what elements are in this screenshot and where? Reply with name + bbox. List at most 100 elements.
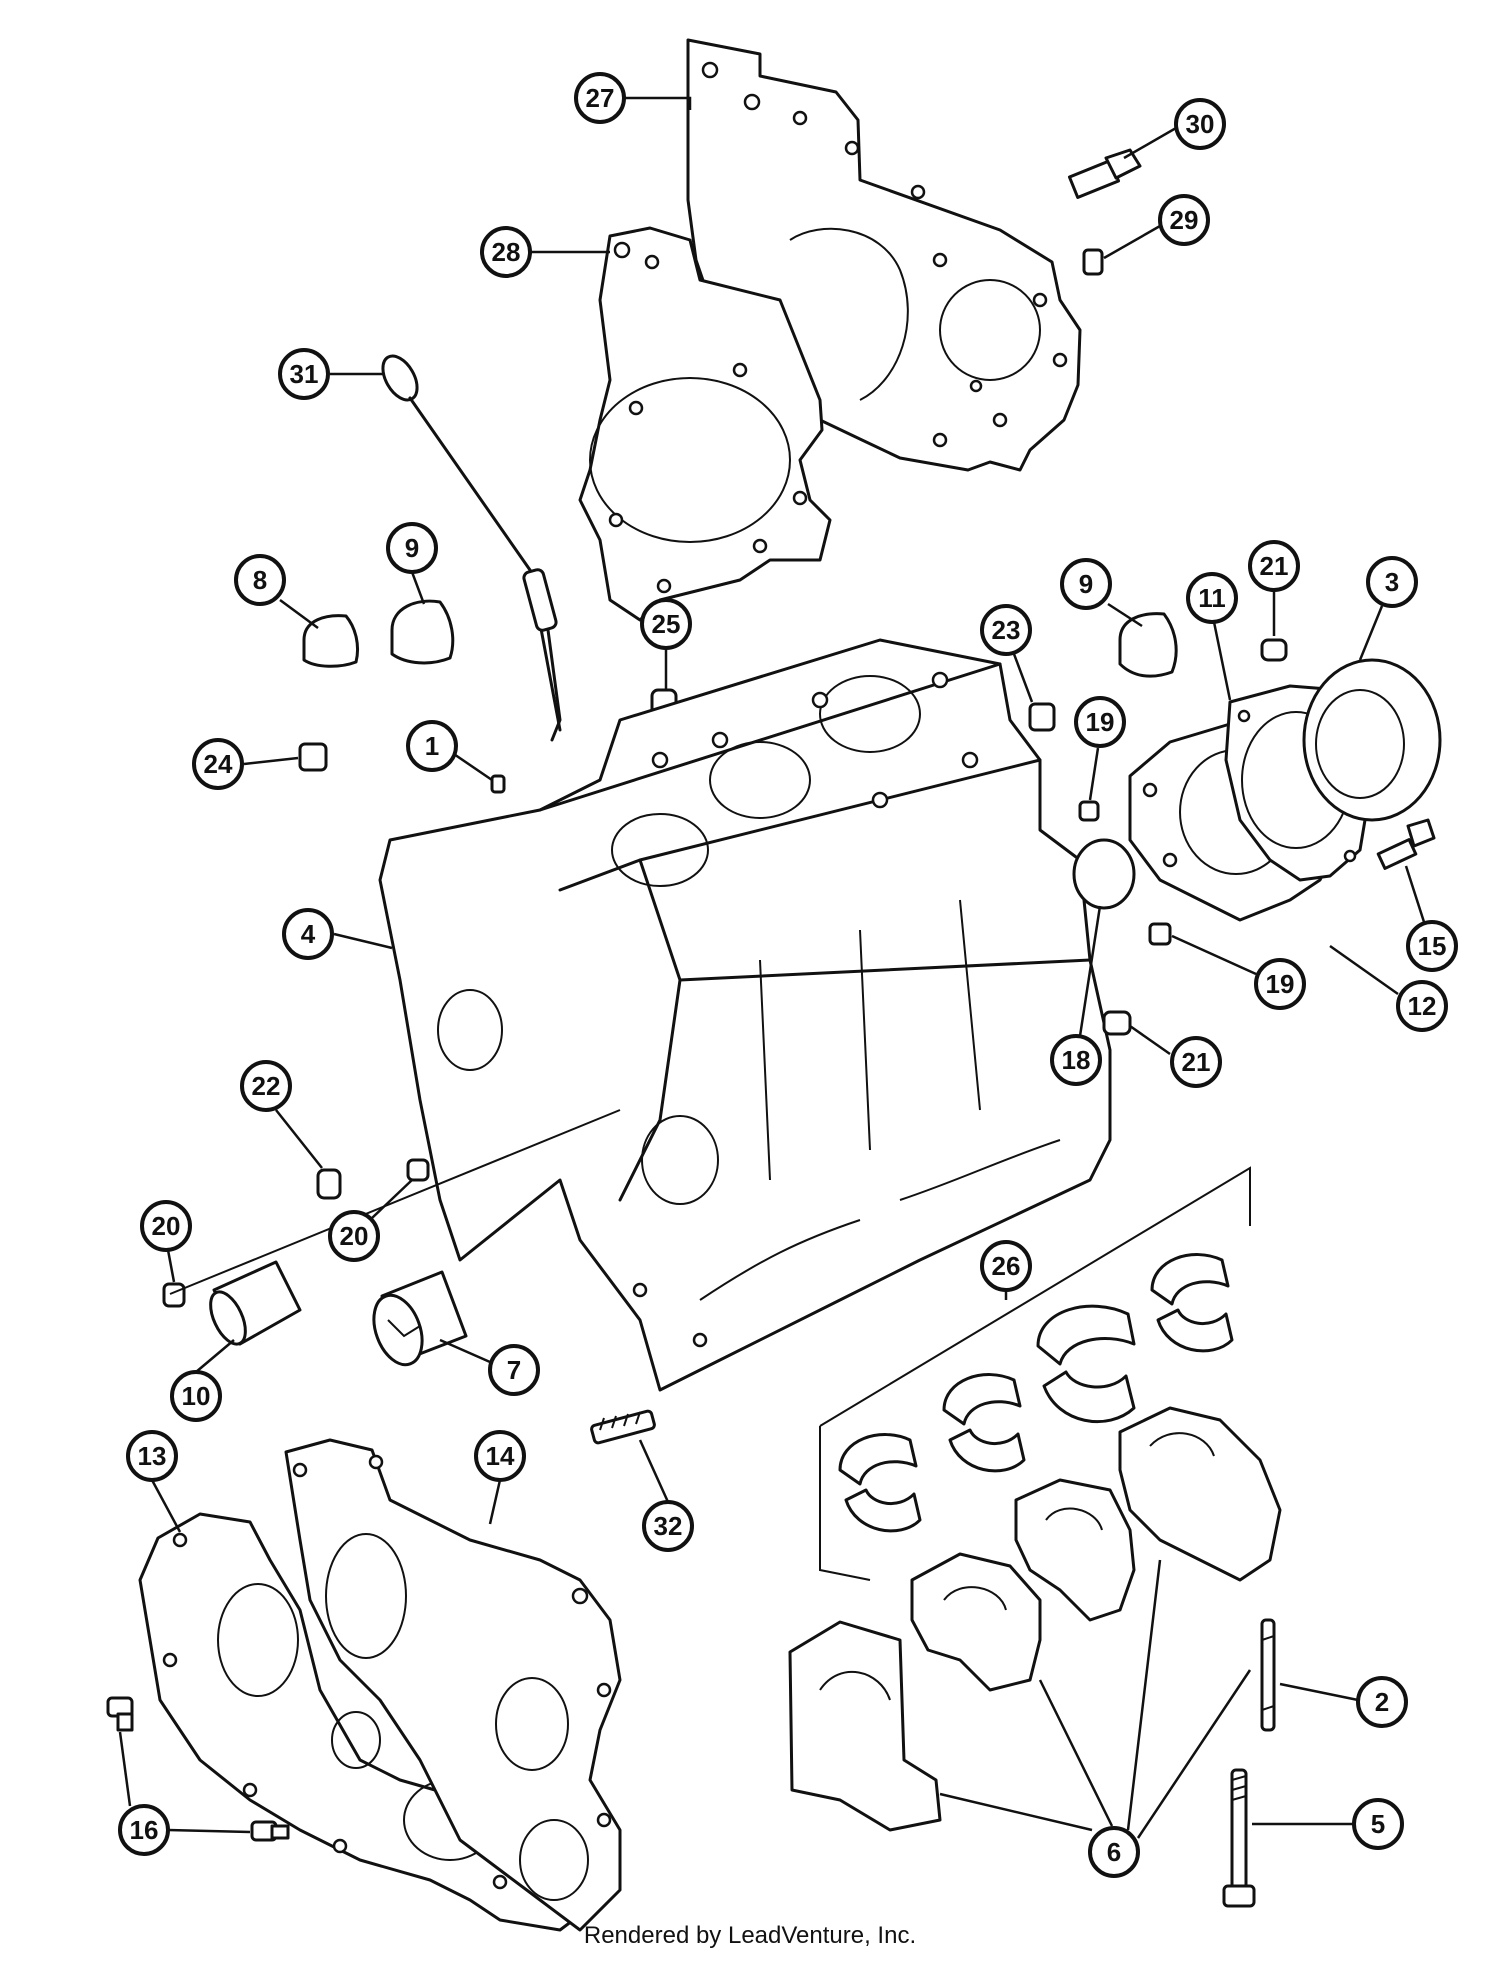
- callout-10[interactable]: 10: [170, 1370, 222, 1422]
- plug-23: [1028, 702, 1056, 732]
- svg-text:10: 10: [182, 1381, 211, 1411]
- front-plate-14: [284, 1438, 622, 1932]
- callout-27[interactable]: 27: [574, 72, 626, 124]
- callout-4[interactable]: 4: [282, 908, 334, 960]
- svg-text:21: 21: [1182, 1047, 1211, 1077]
- svg-text:18: 18: [1062, 1045, 1091, 1075]
- callout-5[interactable]: 5: [1352, 1798, 1404, 1850]
- svg-text:19: 19: [1086, 707, 1115, 737]
- callout-29[interactable]: 29: [1158, 194, 1210, 246]
- svg-text:30: 30: [1186, 109, 1215, 139]
- svg-text:21: 21: [1260, 551, 1289, 581]
- svg-text:25: 25: [652, 609, 681, 639]
- svg-text:19: 19: [1266, 969, 1295, 999]
- alignment-line: [169, 1109, 621, 1295]
- dipstick-31: [381, 354, 562, 742]
- bolt-16-lower: [250, 1820, 290, 1842]
- callout-25[interactable]: 25: [640, 598, 692, 650]
- svg-text:13: 13: [138, 1441, 167, 1471]
- dowel-20-left: [162, 1282, 186, 1308]
- callout-28[interactable]: 28: [480, 226, 532, 278]
- svg-text:14: 14: [486, 1441, 515, 1471]
- plug-9-right: [1118, 612, 1178, 678]
- svg-text:3: 3: [1385, 567, 1399, 597]
- callout-2[interactable]: 2: [1356, 1676, 1408, 1728]
- callout-23[interactable]: 23: [980, 604, 1032, 656]
- svg-text:5: 5: [1371, 1809, 1385, 1839]
- svg-text:24: 24: [204, 749, 233, 779]
- svg-text:9: 9: [1079, 569, 1093, 599]
- bearing-cap: [788, 1620, 942, 1832]
- plug-24: [298, 742, 328, 772]
- callout-6[interactable]: 6: [1088, 1826, 1140, 1878]
- svg-text:15: 15: [1418, 931, 1447, 961]
- callout-26[interactable]: 26: [980, 1240, 1032, 1292]
- render-credit: Rendered by LeadVenture, Inc.: [583, 1922, 917, 1949]
- dowel-19-upper: [1078, 800, 1100, 822]
- callout-21-upper[interactable]: 21: [1248, 540, 1300, 592]
- stud-2: [1260, 1618, 1276, 1732]
- callout-18[interactable]: 18: [1050, 1034, 1102, 1086]
- bearing-cap: [1014, 1478, 1136, 1622]
- svg-text:11: 11: [1198, 583, 1226, 613]
- callout-15[interactable]: 15: [1406, 920, 1458, 972]
- svg-text:7: 7: [507, 1355, 521, 1385]
- gasket-28: [578, 226, 832, 622]
- dowel-20-right: [406, 1158, 430, 1182]
- svg-text:4: 4: [301, 919, 316, 949]
- callout-24[interactable]: 24: [192, 738, 244, 790]
- plug-9-left: [390, 599, 455, 665]
- svg-text:6: 6: [1107, 1837, 1121, 1867]
- callout-21-lower[interactable]: 21: [1170, 1036, 1222, 1088]
- svg-text:22: 22: [252, 1071, 281, 1101]
- callout-32[interactable]: 32: [642, 1500, 694, 1552]
- bolt-5: [1222, 1768, 1256, 1908]
- svg-text:12: 12: [1408, 991, 1437, 1021]
- bushing-21-upper: [1260, 638, 1288, 662]
- callout-22[interactable]: 22: [240, 1060, 292, 1112]
- callout-13[interactable]: 13: [126, 1430, 178, 1482]
- oil-seal-3: [1302, 658, 1442, 822]
- svg-text:28: 28: [492, 237, 521, 267]
- callout-8[interactable]: 8: [234, 554, 286, 606]
- bolt-15: [1376, 818, 1436, 870]
- callout-30[interactable]: 30: [1174, 98, 1226, 150]
- callout-1[interactable]: 1: [406, 720, 458, 772]
- stud-32: [590, 1409, 656, 1445]
- callout-14[interactable]: 14: [474, 1430, 526, 1482]
- callout-3[interactable]: 3: [1366, 556, 1418, 608]
- dowel-19-lower: [1148, 922, 1172, 946]
- bearing-shell: [838, 1433, 922, 1533]
- bearing-caps-6: [788, 1406, 1282, 1832]
- callout-12[interactable]: 12: [1396, 980, 1448, 1032]
- callout-9-right[interactable]: 9: [1060, 558, 1112, 610]
- svg-text:16: 16: [130, 1815, 159, 1845]
- callout-20-right[interactable]: 20: [328, 1210, 380, 1262]
- svg-text:20: 20: [152, 1211, 181, 1241]
- bearing-set-26: [819, 1166, 1251, 1581]
- svg-text:31: 31: [290, 359, 319, 389]
- callout-16[interactable]: 16: [118, 1804, 170, 1856]
- svg-text:8: 8: [253, 565, 267, 595]
- bushing-7: [372, 1270, 468, 1367]
- bushing-22: [316, 1168, 342, 1200]
- callout-11[interactable]: 11: [1186, 572, 1238, 624]
- svg-text:23: 23: [992, 615, 1021, 645]
- svg-text:32: 32: [654, 1511, 683, 1541]
- callouts: 27 30 28 29 31 9 8 25 23 9 11 21 3 24 1 …: [118, 72, 1458, 1878]
- bearing-shell: [942, 1373, 1026, 1473]
- bushing-10: [209, 1260, 302, 1346]
- bearing-cap: [910, 1552, 1042, 1692]
- callout-7[interactable]: 7: [488, 1344, 540, 1396]
- callout-19-upper[interactable]: 19: [1074, 696, 1126, 748]
- svg-text:20: 20: [340, 1221, 369, 1251]
- callout-20-left[interactable]: 20: [140, 1200, 192, 1252]
- bushing-21-lower: [1102, 1010, 1132, 1036]
- callout-19-lower[interactable]: 19: [1254, 958, 1306, 1010]
- svg-text:27: 27: [586, 83, 615, 113]
- callout-31[interactable]: 31: [278, 348, 330, 400]
- svg-text:1: 1: [425, 731, 439, 761]
- svg-text:9: 9: [405, 533, 419, 563]
- callout-9-left[interactable]: 9: [386, 522, 438, 574]
